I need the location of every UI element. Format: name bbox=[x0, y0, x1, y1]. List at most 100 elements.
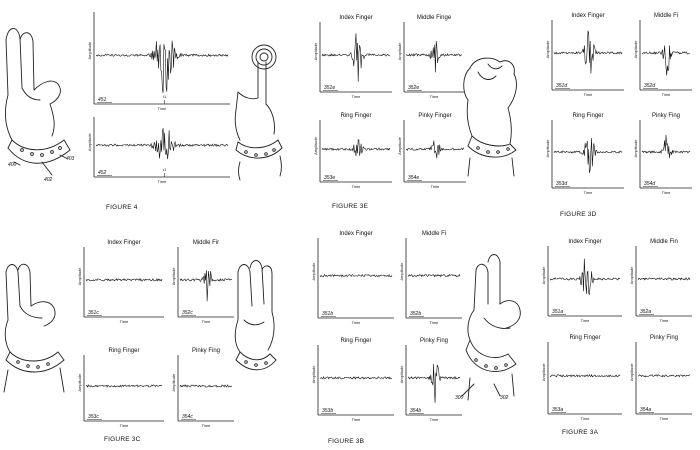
plot-ref-label: 353c bbox=[88, 414, 99, 420]
plot-ref-label: 354b bbox=[410, 408, 421, 414]
x-axis-label: Time bbox=[660, 416, 670, 421]
plot-ref-label: 351e bbox=[324, 85, 335, 91]
waveform-line bbox=[407, 363, 461, 403]
plot-title: Pinky Fing bbox=[192, 348, 220, 354]
waveform-line bbox=[553, 137, 623, 173]
ref-label-402: 402 bbox=[44, 177, 53, 183]
event-tick-label: t1 bbox=[163, 94, 167, 99]
plot-ref-label: 352e bbox=[408, 85, 419, 91]
waveform-line bbox=[319, 376, 393, 380]
plot-ref-label: 353b bbox=[322, 408, 333, 414]
x-axis-label: Time bbox=[158, 179, 168, 184]
figure-caption-fig3c: FIGURE 3C bbox=[104, 436, 141, 443]
x-axis-label: Time bbox=[584, 92, 594, 97]
plot-title: Middle Finge bbox=[417, 15, 452, 21]
y-axis-label: Amplitude bbox=[171, 267, 176, 286]
waveform-line bbox=[641, 45, 691, 76]
y-axis-label: Amplitude bbox=[545, 40, 550, 59]
x-axis-label: Time bbox=[662, 92, 672, 97]
hand-illustration-fig3e-fist bbox=[463, 57, 517, 177]
x-axis-label: Time bbox=[662, 190, 672, 195]
y-axis-label: Amplitude bbox=[171, 373, 176, 392]
plot-title: Ring Finger bbox=[108, 348, 139, 354]
y-axis-label: Amplitude bbox=[629, 363, 634, 382]
waveform-line bbox=[319, 273, 393, 278]
plot-title: Middle Fir bbox=[193, 240, 219, 246]
waveform-line bbox=[179, 384, 233, 388]
y-axis-label: Amplitude bbox=[633, 139, 638, 158]
y-axis-label: Amplitude bbox=[541, 266, 546, 285]
x-axis-label: Time bbox=[431, 184, 441, 189]
y-axis-label: Amplitude bbox=[87, 41, 92, 60]
hand-illustration-fig3c-right bbox=[234, 260, 277, 371]
y-axis-label: Amplitude bbox=[77, 267, 82, 286]
ref-label-300: 300 bbox=[455, 395, 464, 401]
ref-label-403: 403 bbox=[66, 156, 75, 162]
plot-ref-label: 351b bbox=[322, 311, 333, 317]
x-axis-label: Time bbox=[581, 318, 591, 323]
waveform-line bbox=[405, 41, 463, 73]
plot-title: Middle Fi bbox=[654, 13, 678, 19]
figure-caption-fig3b: FIGURE 3B bbox=[328, 438, 364, 445]
waveform-line bbox=[321, 33, 391, 82]
plot-title: Pinky Fing bbox=[652, 113, 680, 119]
x-axis-label: Time bbox=[120, 319, 130, 324]
waveform-line bbox=[641, 134, 691, 159]
waveform-line bbox=[553, 30, 623, 74]
y-axis-label: Amplitude bbox=[77, 373, 82, 392]
x-axis-label: Time bbox=[430, 417, 440, 422]
x-axis-label: Time bbox=[202, 423, 212, 428]
plot-ref-label: 354d bbox=[644, 181, 655, 187]
plot-title: Index Finger bbox=[107, 240, 140, 246]
figure-caption-fig4: FIGURE 4 bbox=[106, 204, 138, 211]
y-axis-label: Amplitude bbox=[311, 262, 316, 281]
y-axis-label: Amplitude bbox=[397, 136, 402, 155]
plot-title: Pinky Finger bbox=[418, 113, 451, 119]
hand-illustration-fig3b bbox=[461, 254, 521, 401]
plot-ref-label: 351c bbox=[88, 310, 99, 316]
plot-ref-label: 354e bbox=[408, 175, 419, 181]
y-axis-label: Amplitude bbox=[399, 262, 404, 281]
y-axis-label: Amplitude bbox=[397, 42, 402, 61]
x-axis-label: Time bbox=[352, 320, 362, 325]
hand-illustration-fig4-right bbox=[234, 44, 283, 181]
plot-ref-label: 451 bbox=[98, 97, 107, 103]
plot-title: Index Finger bbox=[339, 15, 372, 21]
x-axis-label: Time bbox=[430, 320, 440, 325]
plot-ref-label: 353a bbox=[552, 407, 563, 413]
waveform-line bbox=[407, 273, 461, 278]
x-axis-label: Time bbox=[352, 184, 362, 189]
y-axis-label: Amplitude bbox=[629, 266, 634, 285]
plot-ref-label: 351a bbox=[552, 309, 563, 315]
figure-caption-fig3a: FIGURE 3A bbox=[562, 429, 599, 436]
plot-title: Index Finger bbox=[568, 239, 601, 245]
x-axis-label: Time bbox=[352, 94, 362, 99]
plot-ref-label: 353d bbox=[556, 181, 567, 187]
plot-title: Ring Finger bbox=[340, 113, 371, 119]
plot-title: Middle Fin bbox=[650, 239, 678, 245]
waveform-line bbox=[549, 373, 621, 378]
waveform-line bbox=[95, 40, 229, 94]
hand-illustration-fig3c-left bbox=[3, 263, 65, 393]
y-axis-label: Amplitude bbox=[541, 363, 546, 382]
x-axis-label: Time bbox=[158, 106, 168, 111]
event-tick-label: t1 bbox=[163, 167, 167, 172]
